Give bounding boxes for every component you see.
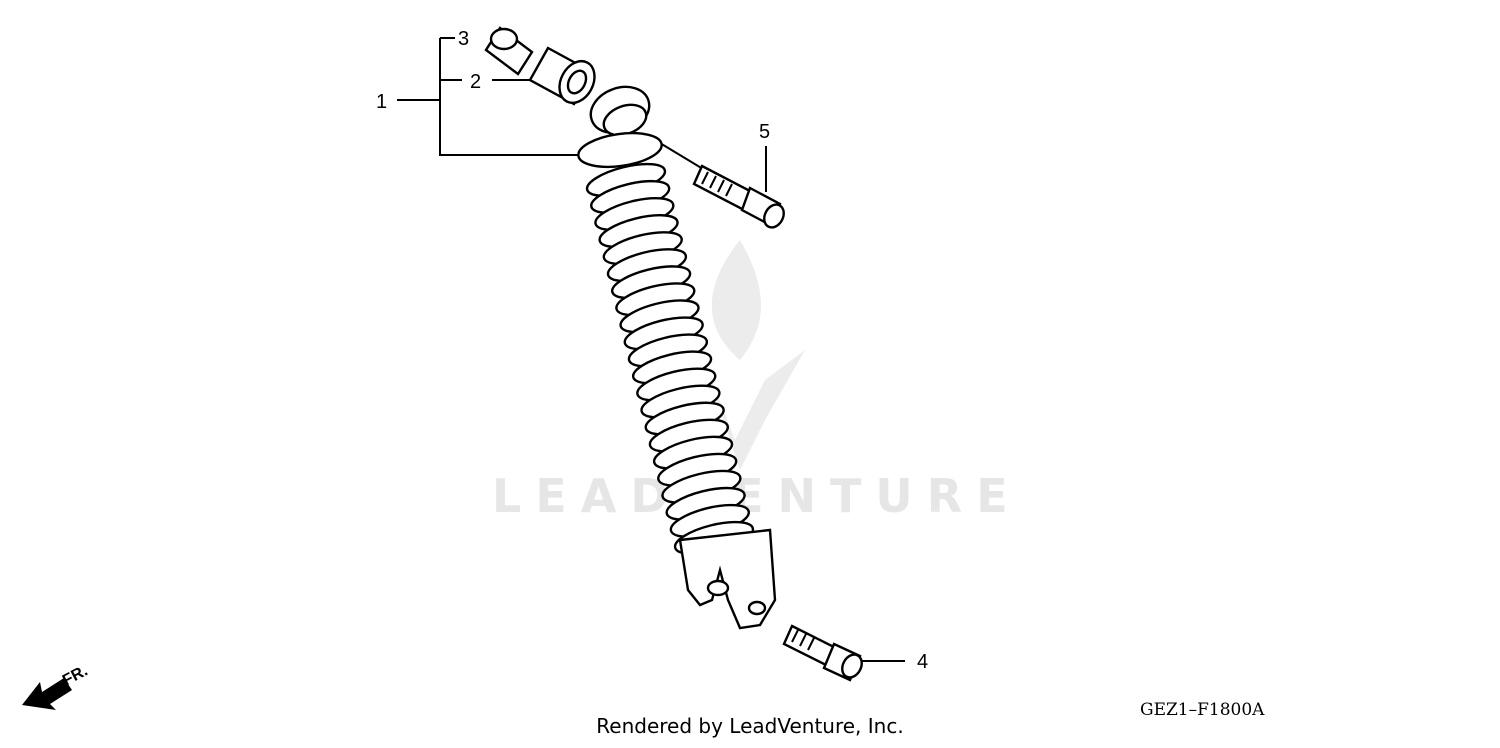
watermark-text: LEADVENTURE: [492, 469, 1022, 523]
watermark-flame-icon: [700, 240, 805, 470]
part-collar: [484, 26, 534, 76]
callout-1: 1: [376, 91, 387, 113]
watermark: LEADVENTURE: [492, 240, 1022, 523]
leader-lines: [397, 37, 905, 662]
diagram-code: GEZ1–F1800A: [1140, 700, 1265, 720]
callout-2: 2: [470, 71, 481, 93]
callout-3: 3: [458, 28, 469, 50]
part-upper-bolt: [692, 164, 785, 229]
part-lower-bolt: [782, 624, 863, 682]
arrow-down-left-icon: [22, 678, 72, 710]
callout-4: 4: [917, 651, 928, 673]
front-direction-indicator: FR.: [22, 662, 91, 710]
part-bushing: [528, 46, 596, 106]
shock-absorber: [577, 85, 777, 630]
footer-credit: Rendered by LeadVenture, Inc.: [596, 714, 904, 738]
callout-5: 5: [759, 121, 770, 143]
